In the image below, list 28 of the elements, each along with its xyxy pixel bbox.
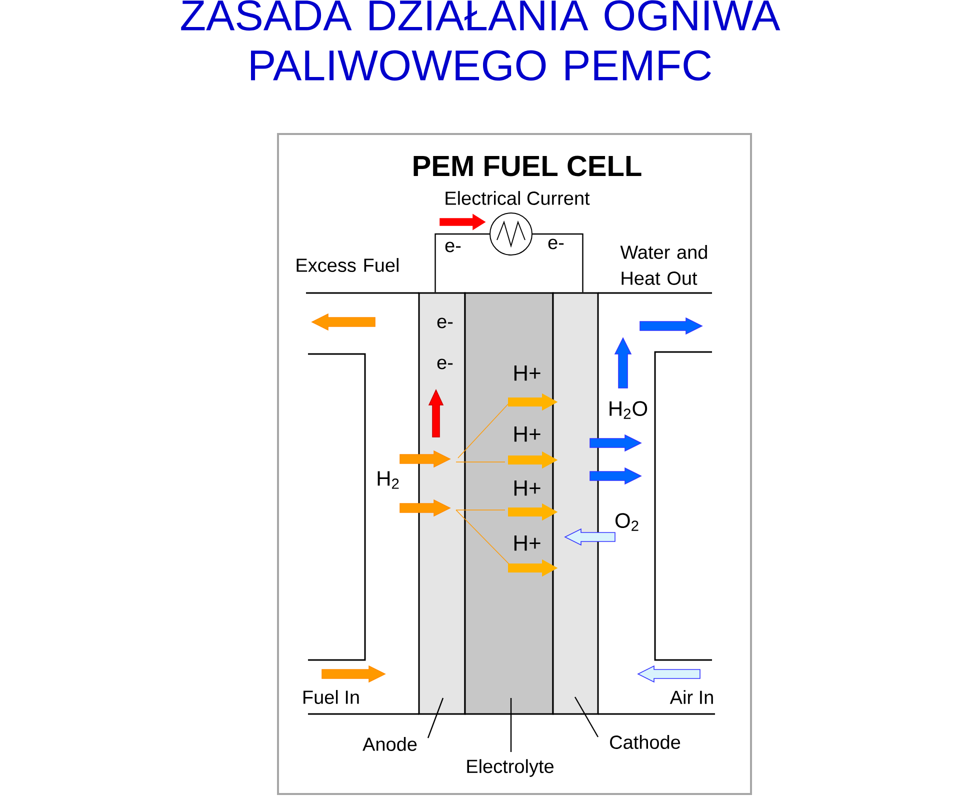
layer-bar [418,292,466,715]
ion-label: H+ [514,365,540,381]
part-label: Anode [362,737,417,751]
part-label: Electrolyte [467,759,554,777]
layer-bar [464,292,554,715]
circuit-wire [434,233,490,292]
molecule-label: H$_{2}$O [610,401,648,419]
flow-label: Air In [670,690,713,704]
flow-label: Fuel In [304,690,359,704]
circuit-wire [532,233,584,292]
leader-line [510,698,512,752]
leader-line [427,698,444,738]
ion-label: H+ [514,426,540,442]
ion-label: H+ [514,480,540,496]
reaction-line [458,402,510,458]
layer-bar [552,292,599,715]
molecule-label: O$_{2}$ [616,513,638,531]
electron-label: e- [445,242,461,252]
electron-label: e- [548,238,564,250]
leader-line [574,696,599,738]
electron-label: e- [437,358,453,370]
title: ZASADA DZIAŁANIA OGNIWA PALIWOWEGO PEMFC [181,0,780,81]
reaction-line [456,510,510,566]
ion-label: H+ [514,535,540,551]
part-label: Cathode [610,735,680,749]
load-symbol [490,212,532,256]
molecule-label: H$_{2}$ [378,471,399,489]
electron-label: e- [437,318,453,328]
